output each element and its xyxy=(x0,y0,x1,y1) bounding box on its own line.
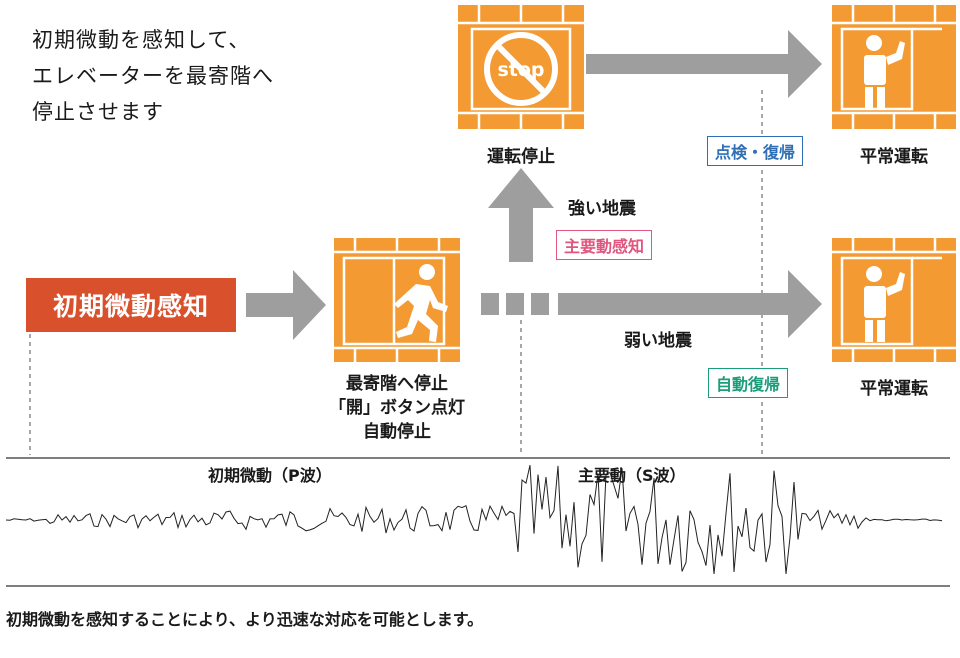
elevator-normal-top xyxy=(832,5,956,129)
arrow-stop-to-normal xyxy=(586,30,822,98)
stop-sign-text: stop xyxy=(497,59,544,81)
inspect-restore-badge: 点検・復帰 xyxy=(707,136,804,166)
main-motion-detected-badge: 主要動感知 xyxy=(556,230,653,260)
arrow-strong-quake xyxy=(488,168,554,262)
dash-1 xyxy=(481,293,499,315)
nearest-floor-line-1: 最寄階へ停止 xyxy=(346,374,448,394)
dash-2 xyxy=(506,293,524,315)
normal-operation-label-bottom: 平常運転 xyxy=(860,379,928,399)
weak-quake-label: 弱い地震 xyxy=(624,331,692,351)
standing-person-icon-2 xyxy=(864,266,905,342)
nearest-floor-label: 最寄階へ停止 「開」ボタン点灯 自動停止 xyxy=(307,372,487,444)
p-wave-label: 初期微動（P波） xyxy=(208,466,332,485)
seismic-waveform xyxy=(5,464,943,575)
elevator-stop: stop xyxy=(458,5,584,129)
dash-3 xyxy=(531,293,549,315)
standing-person-icon xyxy=(864,35,905,109)
intro-line-3: 停止させます xyxy=(32,100,164,124)
auto-restore-badge: 自動復帰 xyxy=(708,368,789,398)
intro-text: 初期微動を感知して、 エレベーターを最寄階へ 停止させます xyxy=(32,22,274,130)
s-wave-label: 主要動（S波） xyxy=(578,466,686,485)
running-person-icon xyxy=(394,264,448,342)
stop-label: 運転停止 xyxy=(487,147,555,167)
normal-operation-label-top: 平常運転 xyxy=(860,147,928,167)
nearest-floor-line-2: 「開」ボタン点灯 xyxy=(329,398,465,418)
stop-sign-icon xyxy=(484,32,558,106)
arrow-weak-quake xyxy=(558,270,822,338)
strong-quake-label: 強い地震 xyxy=(568,199,636,219)
caption: 初期微動を感知することにより、より迅速な対応を可能とします。 xyxy=(6,610,484,629)
intro-line-1: 初期微動を感知して、 xyxy=(32,28,251,52)
elevator-nearest-floor xyxy=(334,238,460,362)
arrow-detect-to-stop xyxy=(246,270,326,340)
elevator-normal-bottom xyxy=(832,238,956,362)
initial-tremor-detection-box: 初期微動感知 xyxy=(26,278,236,332)
intro-line-2: エレベーターを最寄階へ xyxy=(32,64,274,88)
nearest-floor-line-3: 自動停止 xyxy=(363,422,431,442)
